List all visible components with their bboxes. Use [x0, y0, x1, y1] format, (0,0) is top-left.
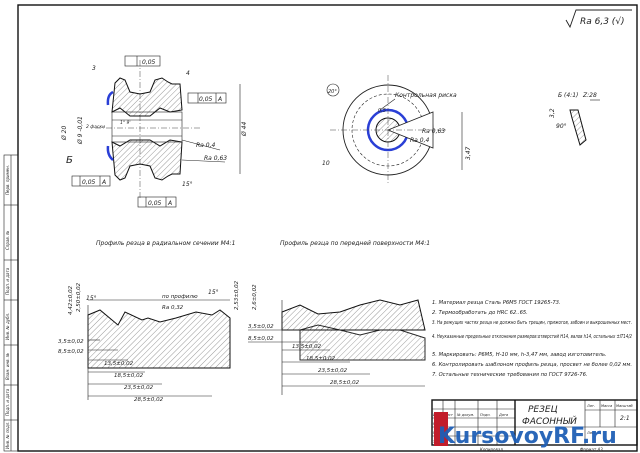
svg-text:РЕЗЕЦ: РЕЗЕЦ: [528, 405, 558, 415]
svg-text:0,05: 0,05: [82, 179, 96, 186]
svg-text:Перв. примен.: Перв. примен.: [5, 165, 10, 195]
svg-text:1. Материал резца Сталь Р6М5 Г: 1. Материал резца Сталь Р6М5 ГОСТ 19265-…: [432, 300, 561, 306]
svg-text:Ø 44: Ø 44: [241, 122, 248, 137]
svg-text:Инв. № дубл.: Инв. № дубл.: [5, 313, 10, 340]
svg-text:23,5±0,02: 23,5±0,02: [318, 368, 348, 374]
svg-text:Ra 0,4: Ra 0,4: [410, 137, 429, 144]
svg-text:18,5±0,02: 18,5±0,02: [114, 373, 144, 379]
roughness-mark: Ra 6,3 (√): [565, 9, 632, 29]
svg-text:5. Маркировать: Р6М5, Н-10 мм,: 5. Маркировать: Р6М5, Н-10 мм, h-3,47 мм…: [432, 352, 607, 358]
svg-text:7. Остальные технические требо: 7. Остальные технические требования по Г…: [432, 372, 588, 378]
svg-text:Подп. и дата: Подп. и дата: [5, 388, 10, 416]
detail-view: Б (4:1) Z:28 3,2 90°: [549, 92, 600, 146]
svg-text:3,47: 3,47: [465, 146, 472, 160]
svg-text:0,05: 0,05: [142, 59, 156, 66]
svg-text:Взам. инв. №: Взам. инв. №: [5, 353, 10, 380]
svg-text:Z:28: Z:28: [582, 92, 597, 99]
bottom-left-profile: 15° 4,42±0,02 2,50±0,02 3,5±0,02 8,5±0,0…: [58, 282, 231, 403]
svg-text:10: 10: [322, 160, 330, 167]
svg-text:Лист: Лист: [586, 431, 597, 435]
center-view: 20° Контрольная риска Ra 0,63 Ra 0,4 10 …: [280, 75, 472, 247]
svg-text:15°: 15°: [182, 181, 193, 188]
svg-text:4. Неуказанные предельные откл: 4. Неуказанные предельные отклонения раз…: [432, 334, 632, 340]
svg-text:2. Термообработать до HRC 62..: 2. Термообработать до HRC 62..65.: [432, 310, 528, 316]
svg-text:0,05: 0,05: [199, 96, 213, 103]
watermark-logo: KursovoyRF.ru: [434, 412, 617, 449]
svg-text:Контрольная риска: Контрольная риска: [395, 92, 457, 99]
svg-text:15°: 15°: [208, 289, 219, 296]
svg-text:Дата: Дата: [498, 413, 508, 417]
svg-text:2:1: 2:1: [620, 415, 630, 422]
svg-text:Б: Б: [66, 155, 73, 166]
svg-text:Профиль резца по передней пове: Профиль резца по передней поверхности М4…: [280, 240, 430, 247]
svg-text:Подп.: Подп.: [480, 413, 491, 417]
svg-text:2,50±0,02: 2,50±0,02: [76, 282, 82, 312]
technical-notes: 1. Материал резца Сталь Р6М5 ГОСТ 19265-…: [432, 300, 632, 378]
svg-text:Ø 20: Ø 20: [61, 126, 68, 141]
svg-text:Ra 0,32: Ra 0,32: [162, 305, 184, 311]
svg-text:1° 9': 1° 9': [120, 120, 131, 126]
svg-text:А: А: [167, 200, 172, 207]
svg-text:18,5±0,02: 18,5±0,02: [306, 356, 336, 362]
svg-text:28,5±0,02: 28,5±0,02: [134, 397, 164, 403]
svg-text:Лит.: Лит.: [586, 404, 595, 408]
svg-text:23,5±0,02: 23,5±0,02: [124, 385, 154, 391]
svg-text:А: А: [217, 96, 222, 103]
svg-text:Ra 6,3 (√): Ra 6,3 (√): [580, 16, 625, 27]
svg-text:2,6±0,02: 2,6±0,02: [252, 284, 258, 310]
svg-text:Ra 0,63: Ra 0,63: [204, 155, 227, 162]
svg-text:6. Контролировать шаблоном про: 6. Контролировать шаблоном профиль резца…: [432, 362, 632, 368]
svg-text:3: 3: [92, 65, 96, 72]
svg-text:Справ. №: Справ. №: [5, 231, 10, 250]
svg-text:3,2: 3,2: [549, 108, 556, 118]
svg-text:А: А: [101, 179, 106, 186]
svg-text:Профиль резца в радиальном сеч: Профиль резца в радиальном сечении М4:1: [96, 240, 235, 247]
svg-text:Подп. и дата: Подп. и дата: [5, 267, 10, 295]
side-stamp-labels: Перв. примен. Справ. № Подп. и дата Инв.…: [5, 165, 10, 449]
svg-text:3. На режущих частях резца не: 3. На режущих частях резца не должно быт…: [432, 320, 632, 326]
svg-text:4,42±0,02: 4,42±0,02: [68, 285, 74, 315]
svg-text:Ra 0,4: Ra 0,4: [196, 142, 215, 149]
svg-text:2,53±0,02: 2,53±0,02: [234, 280, 240, 310]
svg-text:Копировал: Копировал: [480, 447, 503, 452]
svg-text:Инв. № подл.: Инв. № подл.: [5, 421, 10, 449]
svg-text:ФАСОННЫЙ: ФАСОННЫЙ: [522, 415, 577, 427]
svg-text:3,5±0,02: 3,5±0,02: [58, 339, 84, 345]
svg-text:8,5±0,02: 8,5±0,02: [248, 336, 274, 342]
svg-text:Ø 9 -0,01: Ø 9 -0,01: [77, 116, 84, 145]
svg-text:4: 4: [186, 70, 190, 77]
svg-text:Ra 0,63: Ra 0,63: [422, 128, 445, 135]
bottom-center-profile: 2,53±0,02 2,6±0,02 3,5±0,02 8,5±0,02 13,…: [234, 280, 426, 395]
svg-text:Масса: Масса: [601, 404, 612, 408]
svg-text:13,5±0,02: 13,5±0,02: [104, 361, 134, 367]
svg-text:20°: 20°: [328, 89, 337, 95]
svg-text:2 фаски: 2 фаски: [86, 124, 105, 130]
svg-text:13,5±0,02: 13,5±0,02: [292, 344, 322, 350]
svg-text:Лист: Лист: [443, 413, 454, 417]
svg-text:Формат А3: Формат А3: [580, 447, 603, 452]
left-view: 0,05 0,05 А 0,05 А 0,05 А Ra 0,4 Ra 0,63…: [61, 55, 248, 247]
svg-text:по профилю: по профилю: [162, 294, 198, 300]
title-block: Изм Лист № докум. Подп. Дата Разраб. Про…: [431, 399, 638, 452]
svg-text:0,05: 0,05: [148, 200, 162, 207]
svg-text:KursovoyRF.ru: KursovoyRF.ru: [438, 424, 617, 449]
svg-text:15°: 15°: [86, 295, 97, 302]
svg-text:№ докум.: № докум.: [456, 413, 474, 417]
svg-text:3,5±0,02: 3,5±0,02: [248, 324, 274, 330]
svg-text:90°: 90°: [556, 123, 567, 130]
svg-text:28,5±0,02: 28,5±0,02: [330, 380, 360, 386]
svg-text:8,5±0,02: 8,5±0,02: [58, 349, 84, 355]
svg-text:Масштаб: Масштаб: [616, 404, 633, 408]
svg-text:0,5: 0,5: [378, 108, 386, 114]
svg-text:Б (4:1): Б (4:1): [558, 92, 578, 99]
